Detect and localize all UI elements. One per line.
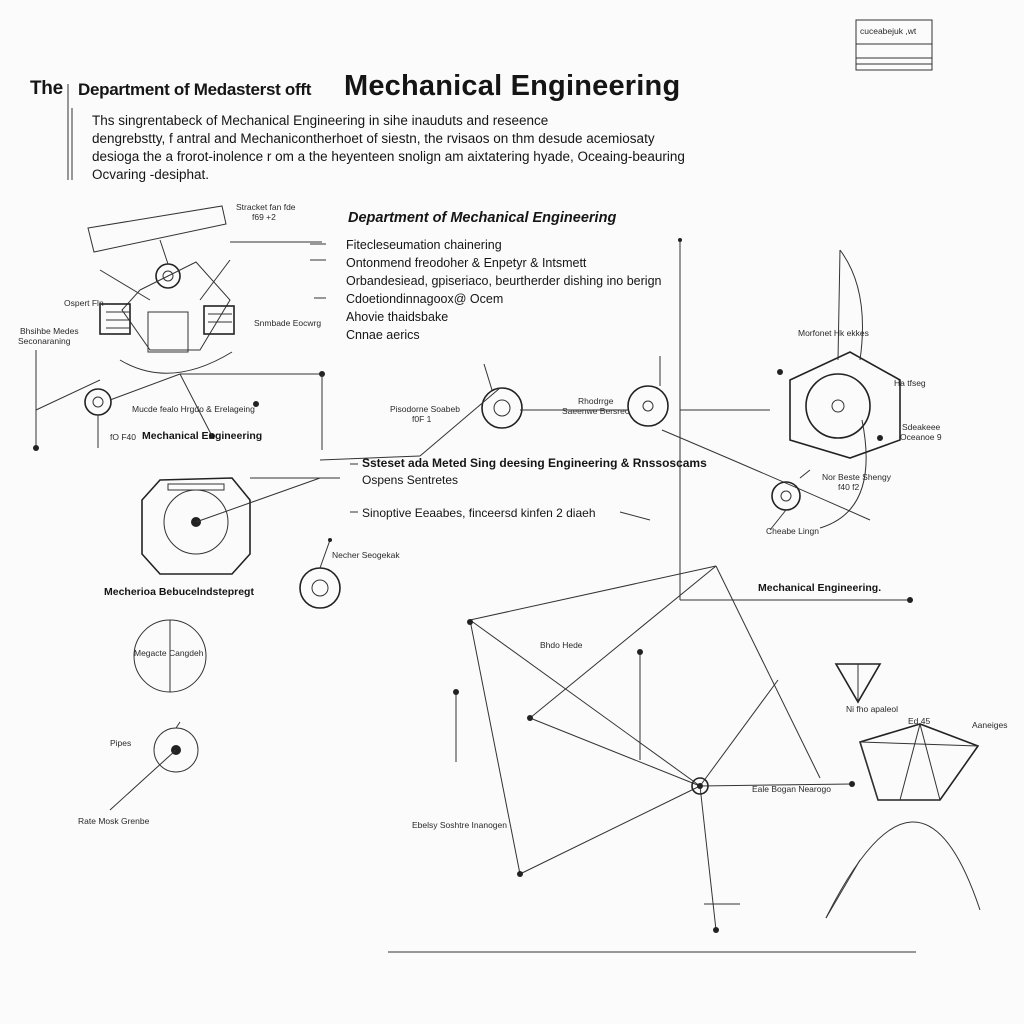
- dept-list-item: Ontonmend freodoher & Enpetyr & Intsmett: [346, 256, 587, 270]
- label-g: Necher Seogekak: [332, 550, 400, 560]
- label-o: Ha tfseg: [894, 378, 926, 388]
- label-a2: f69 +2: [252, 212, 276, 222]
- label-l2: f0F 1: [412, 414, 432, 424]
- dept-list-heading: Department of Mechanical Engineering: [348, 210, 617, 226]
- label-v: Aaneiges: [972, 720, 1008, 730]
- dept-list-item: Cdoetiondinnagoox@ Ocem: [346, 292, 504, 306]
- label-m: Rhodrrge: [578, 396, 614, 406]
- label-t: Bhdo Hede: [540, 640, 583, 650]
- header-the: The: [30, 78, 63, 99]
- intro-line-3: desioga the a frorot-inolence r om a the…: [92, 149, 685, 164]
- label-e: Mucde fealo Hrgdo & Erelageing: [132, 404, 255, 414]
- mid-note-1: Ssteset ada Meted Sing deesing Engineeri…: [362, 456, 707, 470]
- dept-list-item: Cnnae aerics: [346, 328, 420, 342]
- label-u: Ni fho apaleol: [846, 704, 898, 714]
- center-disk-assembly: [319, 356, 871, 529]
- pyramid-structure: [825, 663, 981, 919]
- label-e2: fO F40: [110, 432, 136, 442]
- title-block-text: cuceabejuk ,wt: [860, 26, 917, 36]
- label-c2: Seconaraning: [18, 336, 71, 346]
- intro-line-4: Ocvaring -desiphat.: [92, 167, 210, 182]
- polygon-gear-housing: [141, 477, 340, 575]
- label-w: Eale Bogan Nearogo: [752, 784, 831, 794]
- label-a: Stracket fan fde: [236, 202, 296, 212]
- truss-frame: [453, 238, 913, 933]
- label-j: Pipes: [110, 738, 132, 748]
- intro-line-1: Ths singrentabeck of Mechanical Engineer…: [92, 113, 549, 128]
- label-mech-eng-2: Mechanical Engineering.: [758, 582, 882, 594]
- circle-diagram-lower-left: [109, 619, 207, 811]
- label-r: Cheabe Lingn: [766, 526, 819, 536]
- label-k: Rate Mosk Grenbe: [78, 816, 150, 826]
- label-n: Morfonet Hk ekkes: [798, 328, 869, 338]
- label-c: Bhsihbe Medes: [20, 326, 79, 336]
- intro-line-2: dengrebstty, f antral and Mechaniconther…: [92, 131, 655, 146]
- label-m2: Saeenwe Bersrec: [562, 406, 630, 416]
- label-p2: Oceanoe 9: [900, 432, 942, 442]
- label-l: Pisodorne Soabeb: [390, 404, 460, 414]
- label-mech-sub: Mecherioa Bebucelndstepregt: [104, 586, 254, 598]
- label-q2: f40 f2: [838, 482, 860, 492]
- dept-list-item: Orbandesiead, gpiseriaco, beurtherder di…: [346, 274, 662, 288]
- right-gear-assembly: [680, 249, 901, 531]
- title-block-box: [855, 19, 933, 71]
- label-mech-eng-1: Mechanical Engineering: [142, 430, 263, 442]
- label-p: Sdeakeee: [902, 422, 941, 432]
- label-i: Megacte Cangdeh: [134, 648, 204, 658]
- list-arrows: [310, 243, 651, 521]
- header-department: Department of Medasterst offt: [78, 80, 312, 99]
- gear-assembly-top-left: [33, 205, 325, 451]
- page-title: Mechanical Engineering: [344, 70, 681, 102]
- dept-list-item: Fitecleseumation chainering: [346, 238, 502, 252]
- dept-list-item: Ahovie thaidsbake: [346, 310, 449, 324]
- small-pulley: [299, 538, 341, 609]
- label-x: Ebelsy Soshtre Inanogen: [412, 820, 507, 830]
- label-b: Ospert Fln: [64, 298, 104, 308]
- label-q: Nor Beste Shengy: [822, 472, 891, 482]
- mid-note-2: Ospens Sentretes: [362, 473, 459, 487]
- label-d: Snmbade Eocwrg: [254, 318, 322, 328]
- mid-note-3: Sinoptive Eeaabes, finceersd kinfen 2 di…: [362, 506, 596, 520]
- label-y: Ed 45: [908, 716, 931, 726]
